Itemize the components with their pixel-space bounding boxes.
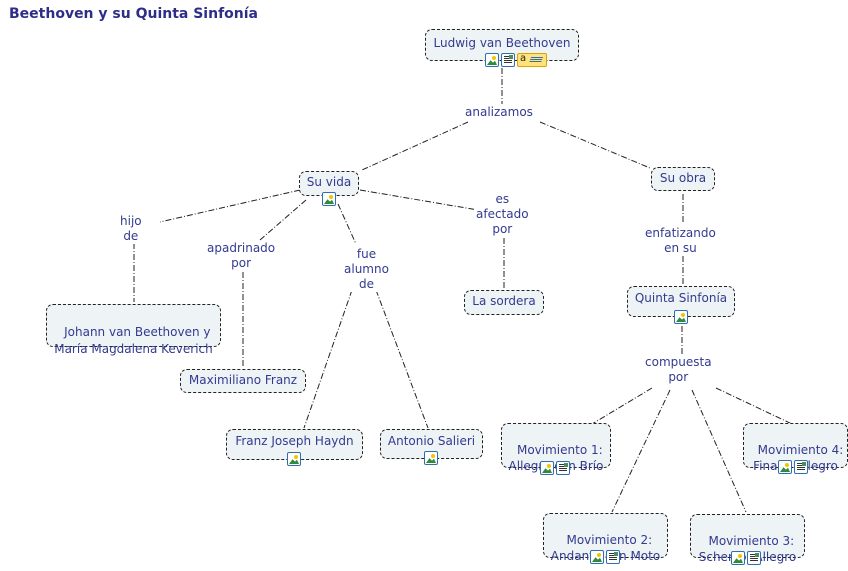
link-line xyxy=(691,389,747,513)
link-phrase-hijo-de: hijo de xyxy=(118,214,144,244)
concept-ludwig-van-beethoven[interactable]: Ludwig van Beethoven xyxy=(425,29,579,61)
concept-la-sordera[interactable]: La sordera xyxy=(464,290,544,315)
link-line xyxy=(611,389,671,513)
concept-label: Ludwig van Beethoven xyxy=(433,36,571,50)
concept-movimiento-3[interactable]: Movimiento 3: Scherzo: Allegro xyxy=(690,514,805,564)
document-icon[interactable] xyxy=(501,53,515,67)
concept-padres[interactable]: Johann van Beethoven y María Magdalena K… xyxy=(46,304,221,356)
link-line xyxy=(359,189,479,211)
concept-quinta-sinfonia[interactable]: Quinta Sinfonía xyxy=(627,286,735,317)
link-line xyxy=(375,289,429,429)
concept-label: Maximiliano Franz xyxy=(188,373,298,387)
concept-label: Su obra xyxy=(659,171,707,185)
link-line xyxy=(361,121,469,171)
concept-label: Movimiento 4: Finale: Allegro xyxy=(753,443,844,473)
link-phrase-enfatizando-en-su: enfatizando en su xyxy=(643,226,718,256)
concept-maximiliano-franz[interactable]: Maximiliano Franz xyxy=(180,369,306,393)
document-icon[interactable] xyxy=(747,551,761,565)
concept-label: Franz Joseph Haydn xyxy=(235,434,354,448)
link-line xyxy=(303,289,353,429)
map-title: Beethoven y su Quinta Sinfonía xyxy=(9,6,258,22)
concept-label: Johann van Beethoven y María Magdalena K… xyxy=(54,325,213,356)
image-icon[interactable] xyxy=(590,550,604,564)
image-icon[interactable] xyxy=(540,461,554,475)
concept-label: La sordera xyxy=(472,294,536,308)
image-icon[interactable] xyxy=(731,551,745,565)
concept-label: Quinta Sinfonía xyxy=(634,291,728,305)
document-icon[interactable] xyxy=(606,550,620,564)
document-icon[interactable] xyxy=(556,461,570,475)
link-line xyxy=(337,203,357,245)
link-phrase-apadrinado-por: apadrinado por xyxy=(205,241,278,271)
link-phrase-analizamos: analizamos xyxy=(463,105,535,120)
link-line xyxy=(259,199,307,241)
image-icon[interactable] xyxy=(287,452,301,466)
concept-label: Antonio Salieri xyxy=(387,434,476,448)
concept-su-obra[interactable]: Su obra xyxy=(651,167,715,191)
concept-label: Su vida xyxy=(306,175,352,189)
link-phrase-fue-alumno-de: fue alumno de xyxy=(342,247,391,292)
image-icon[interactable] xyxy=(778,460,792,474)
image-icon[interactable] xyxy=(322,192,336,206)
link-line xyxy=(159,189,301,223)
image-icon[interactable] xyxy=(674,310,688,324)
link-phrase-compuesta-por: compuesta por xyxy=(643,355,714,385)
link-line xyxy=(539,121,651,169)
link-phrase-es-afectado-por: es afectado por xyxy=(474,192,531,237)
link-line xyxy=(715,387,793,425)
image-icon[interactable] xyxy=(424,451,438,465)
resource-icons: a xyxy=(485,53,547,67)
link-line xyxy=(591,387,653,425)
note-icon[interactable]: a xyxy=(517,53,547,67)
document-icon[interactable] xyxy=(794,460,808,474)
image-icon[interactable] xyxy=(485,53,499,67)
